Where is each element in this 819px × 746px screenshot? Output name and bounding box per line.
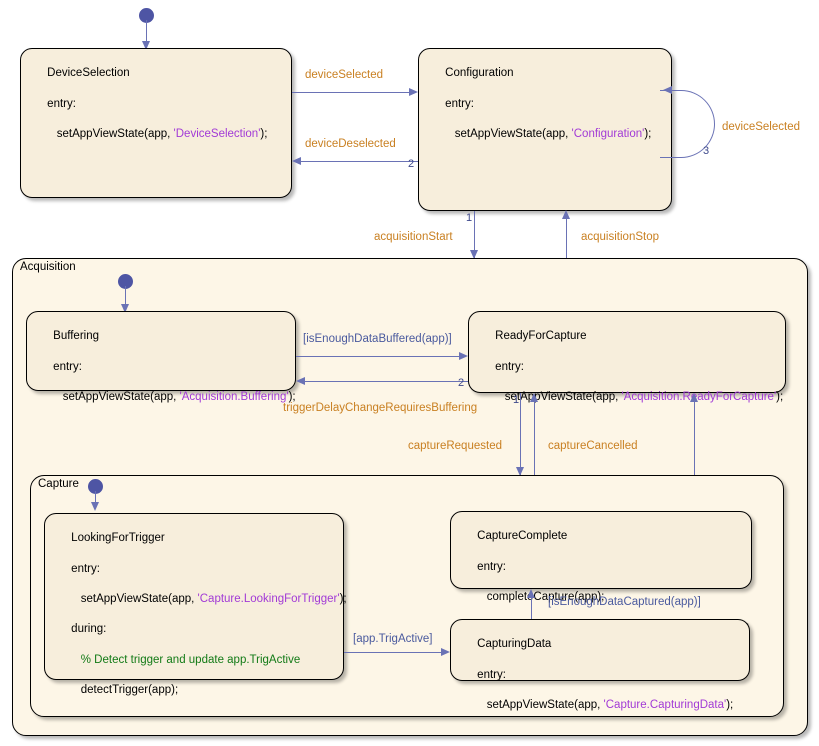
transition-capture-cancelled-arrow — [530, 393, 538, 402]
entry-line: setAppViewState(app, 'Configuration'); — [454, 128, 652, 141]
transition-device-selected-self-priority: 3 — [703, 145, 710, 157]
default-transition-line-capture — [95, 491, 97, 505]
state-name: CaptureComplete — [477, 530, 568, 543]
transition-capture-requested-priority: 1 — [513, 394, 520, 406]
transition-trigger-delay-change-label: triggerDelayChangeRequiresBuffering — [283, 402, 478, 414]
transition-device-deselected-priority: 2 — [408, 158, 415, 170]
transition-capture-requested-line[interactable] — [520, 393, 522, 475]
transition-is-enough-data-captured-arrow — [527, 589, 535, 598]
transition-acquisition-start-line[interactable] — [474, 211, 476, 259]
default-transition-arrow-capture — [91, 502, 99, 511]
transition-device-deselected-line[interactable] — [300, 161, 418, 163]
state-name: ReadyForCapture — [495, 330, 587, 343]
transition-capture-complete-to-ready-arrow — [690, 393, 698, 402]
entry-line: setAppViewState(app, 'Capture.LookingFor… — [80, 593, 347, 606]
default-transition-arrow-acquisition — [121, 304, 129, 313]
transition-capture-complete-to-ready-line[interactable] — [694, 400, 696, 510]
transition-device-selected-label: deviceSelected — [305, 69, 383, 81]
during-comment: % Detect trigger and update app.TrigActi… — [80, 653, 301, 666]
entry-label: entry: — [47, 97, 76, 110]
transition-is-enough-data-buffered-line[interactable] — [296, 356, 460, 358]
state-configuration[interactable]: Configuration entry: setAppViewState(app… — [418, 48, 672, 211]
transition-device-selected-self-label: deviceSelected — [722, 121, 800, 133]
default-transition-junction-root — [139, 8, 154, 23]
transition-trig-active-line[interactable] — [344, 652, 442, 654]
transition-capture-cancelled-label: captureCancelled — [548, 440, 638, 452]
default-transition-junction-acquisition — [118, 274, 133, 289]
entry-label: entry: — [53, 360, 82, 373]
transition-is-enough-data-buffered-label: [isEnoughDataBuffered(app)] — [303, 333, 452, 345]
during-line: detectTrigger(app); — [80, 684, 179, 697]
transition-acquisition-stop-arrow — [562, 210, 570, 219]
entry-label: entry: — [495, 360, 524, 373]
entry-line: setAppViewState(app, 'DeviceSelection'); — [56, 128, 268, 141]
default-transition-junction-capture — [88, 479, 103, 494]
transition-is-enough-data-captured-label: [isEnoughDataCaptured(app)] — [548, 596, 701, 608]
state-looking-for-trigger-text: LookingForTrigger entry: setAppViewState… — [52, 516, 347, 714]
entry-line: completeCapture(app); — [486, 591, 605, 604]
state-looking-for-trigger[interactable]: LookingForTrigger entry: setAppViewState… — [44, 513, 347, 696]
transition-trigger-delay-change-priority: 2 — [458, 377, 465, 389]
transition-trigger-delay-change-arrow — [296, 377, 305, 385]
state-name: DeviceSelection — [47, 67, 130, 80]
state-ready-for-capture[interactable]: ReadyForCapture entry: setAppViewState(a… — [468, 311, 786, 403]
state-device-selection-text: DeviceSelection entry: setAppViewState(a… — [28, 51, 267, 157]
during-label: during: — [71, 623, 107, 636]
state-ready-for-capture-text: ReadyForCapture entry: setAppViewState(a… — [476, 314, 783, 420]
transition-device-selected-line[interactable] — [292, 92, 412, 94]
transition-trig-active-arrow — [441, 648, 450, 656]
transition-is-enough-data-captured-line[interactable] — [531, 596, 533, 619]
transition-capture-requested-arrow — [516, 467, 524, 476]
state-capture-name: Capture — [38, 478, 79, 490]
default-transition-line-root — [146, 20, 148, 47]
transition-acquisition-start-label: acquisitionStart — [374, 231, 453, 243]
transition-capture-cancelled-line[interactable] — [534, 400, 536, 475]
transition-device-selected-arrow — [409, 88, 418, 96]
transition-acquisition-start-priority: 1 — [466, 212, 473, 224]
transition-device-selected-self-arrow — [663, 86, 672, 94]
transition-device-deselected-arrow — [292, 157, 301, 165]
entry-label: entry: — [445, 97, 474, 110]
state-name: Configuration — [445, 67, 514, 80]
entry-label: entry: — [477, 560, 506, 573]
state-name: Buffering — [53, 330, 99, 343]
entry-label: entry: — [71, 562, 100, 575]
state-configuration-text: Configuration entry: setAppViewState(app… — [426, 51, 651, 157]
transition-capture-requested-label: captureRequested — [408, 440, 502, 452]
state-buffering[interactable]: Buffering entry: setAppViewState(app, 'A… — [26, 311, 296, 403]
transition-acquisition-start-arrow — [470, 250, 478, 259]
transition-acquisition-stop-line[interactable] — [566, 217, 568, 259]
entry-line: setAppViewState(app, 'Capture.CapturingD… — [486, 699, 734, 712]
entry-line: setAppViewState(app, 'Acquisition.Buffer… — [62, 391, 296, 404]
state-capturing-data[interactable]: CapturingData entry: setAppViewState(app… — [450, 619, 750, 711]
entry-line: setAppViewState(app, 'Acquisition.ReadyF… — [504, 391, 784, 404]
default-transition-line-acquisition — [125, 286, 127, 308]
default-transition-arrow-root — [142, 41, 150, 50]
state-capturing-data-text: CapturingData entry: setAppViewState(app… — [458, 622, 733, 728]
state-device-selection[interactable]: DeviceSelection entry: setAppViewState(a… — [20, 48, 292, 198]
entry-label: entry: — [477, 668, 506, 681]
state-capture-complete[interactable]: CaptureComplete entry: completeCapture(a… — [450, 511, 752, 633]
state-name: LookingForTrigger — [71, 532, 165, 545]
state-name: CapturingData — [477, 638, 552, 651]
transition-trig-active-label: [app.TrigActive] — [353, 633, 433, 645]
state-acquisition-name: Acquisition — [20, 261, 76, 273]
transition-acquisition-stop-label: acquisitionStop — [581, 231, 659, 243]
state-buffering-text: Buffering entry: setAppViewState(app, 'A… — [34, 314, 296, 420]
transition-is-enough-data-buffered-arrow — [459, 352, 468, 360]
transition-device-deselected-label: deviceDeselected — [305, 138, 396, 150]
transition-trigger-delay-change-line[interactable] — [304, 381, 468, 383]
